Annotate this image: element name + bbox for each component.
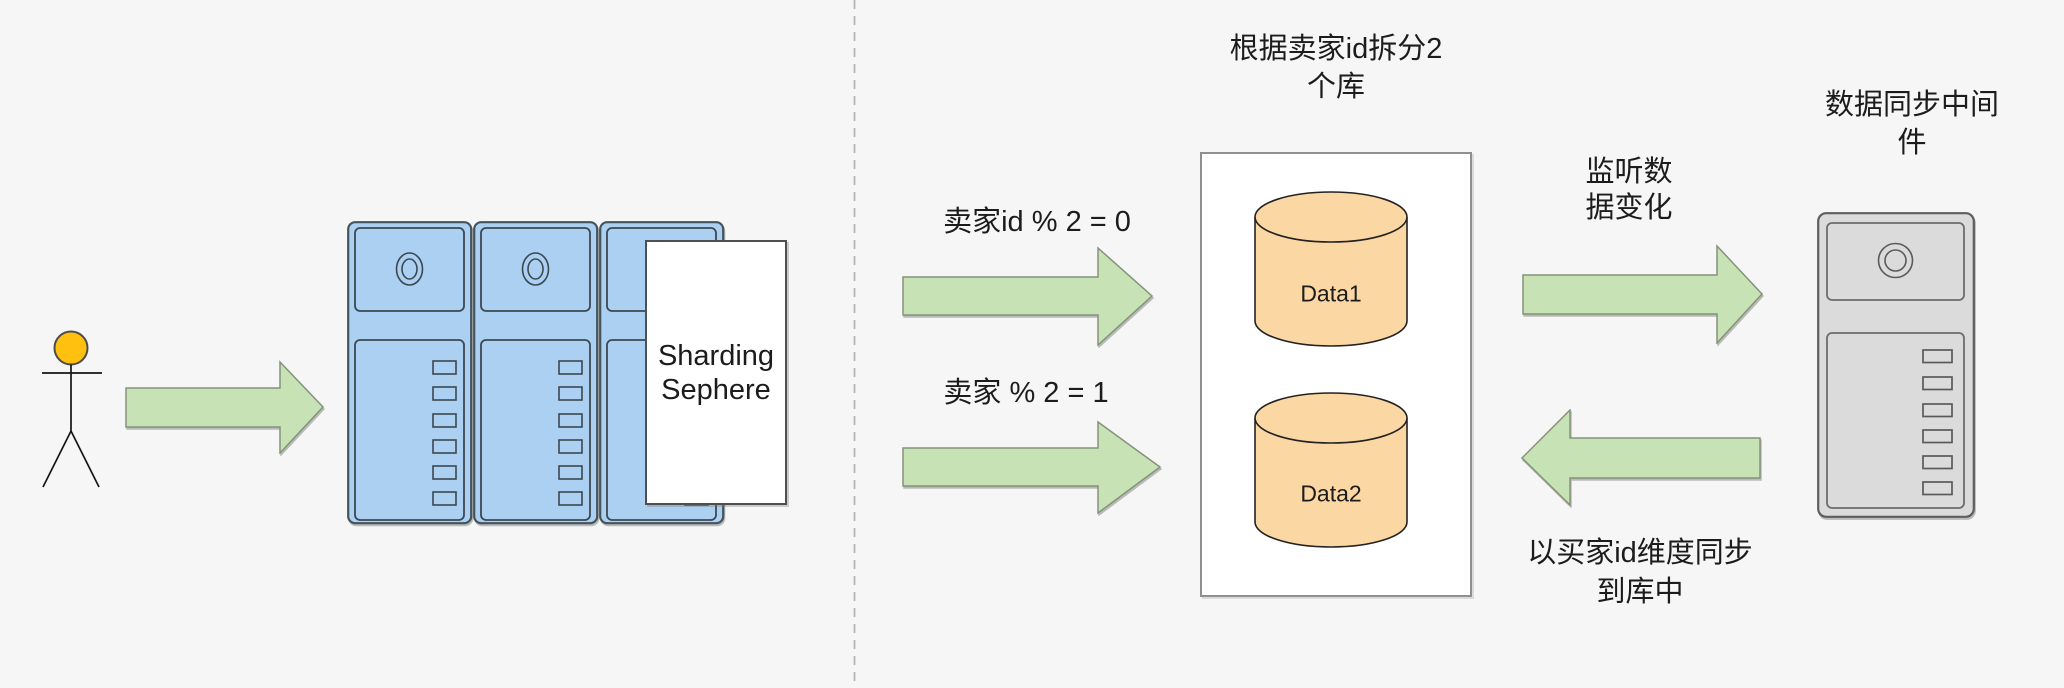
listen-change-label-line2: 据变化 bbox=[1585, 192, 1673, 224]
arrow-db-to-middleware-icon bbox=[1522, 244, 1764, 344]
app-server-rack-1-icon bbox=[347, 221, 473, 525]
route-rule-even-label: 卖家id % 2 = 0 bbox=[943, 206, 1131, 238]
sync-middleware-title-line1: 数据同步中间 bbox=[1824, 89, 2000, 121]
sync-middleware-server-icon bbox=[1817, 212, 1975, 518]
route-rule-odd-label: 卖家 % 2 = 1 bbox=[943, 377, 1109, 409]
sharding-sphere-box: Sharding Sephere bbox=[645, 240, 787, 505]
divider-dashed-line bbox=[853, 0, 856, 688]
writeback-label-line1: 以买家id维度同步 bbox=[1527, 537, 1753, 569]
database-data1-label: Data1 bbox=[1300, 280, 1362, 307]
user-icon bbox=[42, 330, 102, 488]
arrow-route-even-icon bbox=[902, 246, 1154, 346]
sync-middleware-title-line2: 件 bbox=[1897, 127, 1927, 159]
arrow-route-odd-icon bbox=[902, 420, 1162, 514]
database-data2-label: Data2 bbox=[1300, 480, 1362, 507]
app-server-rack-2-icon bbox=[473, 221, 599, 525]
shard-group-title-line2: 个库 bbox=[1306, 71, 1366, 103]
writeback-label-line2: 到库中 bbox=[1596, 576, 1684, 608]
sharding-sphere-label-line2: Sephere bbox=[661, 373, 771, 406]
writeback-label: 以买家id维度同步 到库中 bbox=[1527, 534, 1753, 612]
sync-middleware-title: 数据同步中间 件 bbox=[1825, 86, 1999, 162]
shard-group-title-line1: 根据卖家id拆分2 bbox=[1229, 33, 1443, 65]
arrow-user-to-appservers-icon bbox=[125, 360, 325, 454]
database-cylinder-data1-icon bbox=[1254, 191, 1408, 347]
listen-change-label-line1: 监听数 bbox=[1585, 156, 1673, 188]
sharding-sphere-label-line1: Sharding bbox=[657, 339, 775, 372]
shard-group-title: 根据卖家id拆分2 个库 bbox=[1230, 30, 1443, 106]
arrow-middleware-to-db-icon bbox=[1521, 409, 1761, 506]
database-cylinder-data2-icon bbox=[1254, 392, 1408, 548]
listen-change-label: 监听数 据变化 bbox=[1585, 154, 1672, 226]
